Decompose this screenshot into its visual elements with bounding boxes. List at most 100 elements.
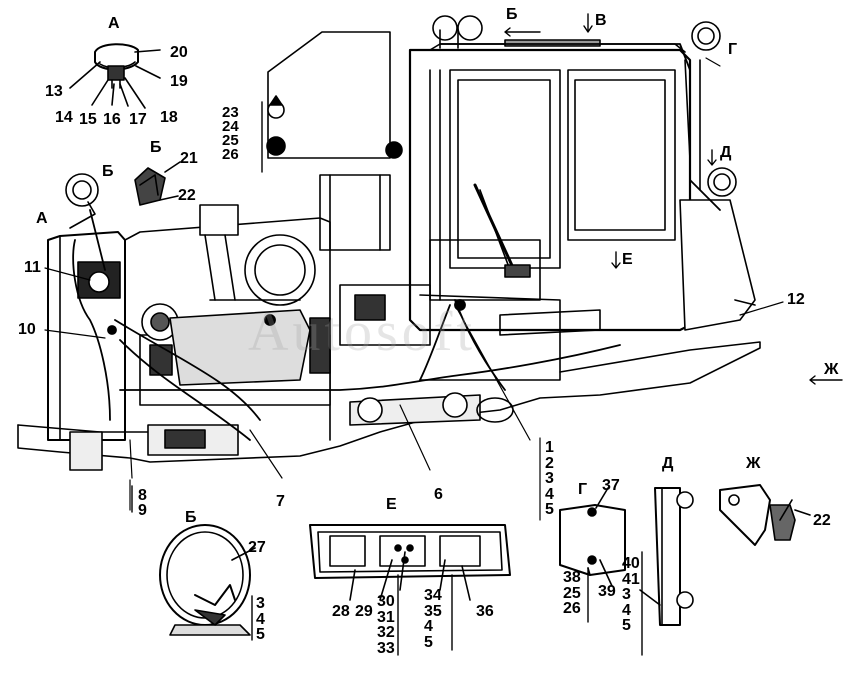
leader-lines	[44, 57, 784, 521]
detail-B-stack: 3 4 5	[256, 596, 265, 643]
callout-11: 11	[24, 259, 41, 276]
lamp-panel	[261, 31, 403, 173]
marker-V: В	[595, 12, 607, 29]
detail-Zh	[719, 484, 811, 546]
detail-E-stack-34: 34 35 4 5	[424, 588, 442, 650]
callout-4e: 4	[424, 618, 433, 635]
callout-28: 28	[332, 603, 350, 620]
marker-B-left: Б	[102, 163, 114, 180]
callout-32: 32	[377, 624, 395, 641]
callout-33: 33	[377, 639, 395, 657]
marker-D: Д	[720, 144, 732, 161]
detail-G-title: Г	[578, 481, 588, 498]
callout-9: 9	[138, 502, 147, 519]
callout-15: 15	[79, 111, 97, 128]
callout-20: 20	[170, 44, 188, 61]
callout-8: 8	[138, 487, 147, 504]
callout-4d: 4	[622, 601, 631, 619]
callout-5b: 5	[256, 626, 265, 643]
detail-D-title: Д	[662, 455, 674, 472]
callout-35: 35	[424, 602, 442, 620]
callout-24: 24	[222, 118, 239, 135]
callout-17: 17	[129, 111, 147, 128]
callout-26g: 26	[563, 600, 581, 617]
marker-Zh: Ж	[824, 361, 839, 378]
callout-23: 23	[222, 104, 239, 121]
callout-3d: 3	[622, 586, 631, 603]
callout-3: 3	[545, 470, 554, 487]
marker-E: Е	[622, 251, 633, 268]
ground-line	[17, 424, 151, 433]
detail-A-title: А	[108, 15, 120, 32]
marker-G: Г	[728, 41, 738, 58]
callout-7: 7	[276, 493, 285, 510]
marker-B-top: Б	[506, 6, 518, 23]
detail-D-stack: 40 41 3 4 5	[622, 556, 640, 634]
callout-21: 21	[180, 150, 198, 167]
callout-1: 1	[545, 439, 554, 456]
cab-panel	[319, 174, 391, 251]
headlight-A	[65, 173, 99, 207]
marker-A: А	[36, 210, 48, 227]
callout-10: 10	[18, 321, 36, 338]
door-window	[449, 69, 561, 269]
callout-2: 2	[545, 454, 554, 472]
roof-lamp-1	[432, 15, 458, 41]
callout-stack-1-5: 1 2 3 4 5	[545, 440, 554, 518]
callout-5: 5	[545, 501, 554, 518]
direction-arrows	[504, 13, 843, 385]
callout-5d: 5	[622, 617, 631, 634]
turbo	[309, 317, 331, 374]
callout-stack-8-9: 8 9	[138, 487, 147, 519]
callout-26: 26	[222, 146, 239, 163]
callout-22: 22	[178, 187, 196, 204]
callout-39: 39	[598, 583, 616, 600]
callout-6: 6	[434, 486, 443, 503]
detail-G-stack: 38 25 26	[563, 570, 581, 617]
callout-31: 31	[377, 608, 395, 626]
callout-29: 29	[355, 603, 373, 620]
callout-27: 27	[248, 539, 266, 556]
detail-G	[559, 487, 626, 623]
roof-lamp-3	[691, 21, 721, 51]
callout-30: 30	[377, 593, 395, 610]
callout-38: 38	[563, 569, 581, 586]
callout-41: 41	[622, 570, 640, 588]
callout-4: 4	[545, 485, 554, 503]
callout-19: 19	[170, 73, 188, 90]
callout-5e: 5	[424, 633, 433, 651]
detail-B-top	[134, 161, 181, 206]
detail-D	[639, 487, 694, 656]
air-intake	[199, 204, 239, 236]
callout-18: 18	[160, 109, 178, 126]
side-window	[567, 69, 676, 241]
detail-Zh-title: Ж	[746, 455, 761, 472]
callout-40: 40	[622, 555, 640, 572]
detail-E-title: Е	[386, 496, 397, 513]
callout-16: 16	[103, 111, 121, 128]
callout-13: 13	[45, 83, 63, 100]
callout-4b: 4	[256, 610, 265, 628]
wiring-harness	[72, 43, 721, 441]
roof-lamp-2	[457, 15, 483, 41]
callout-3b: 3	[256, 595, 265, 612]
callout-12: 12	[787, 291, 805, 308]
cab	[408, 15, 756, 332]
callout-22-zh: 22	[813, 512, 831, 529]
detail-B-title: Б	[185, 509, 197, 526]
callout-34: 34	[424, 587, 442, 604]
detail-B-top-title: Б	[150, 139, 162, 156]
callout-25g: 25	[563, 584, 581, 602]
callout-37: 37	[602, 477, 620, 494]
detail-E-stack-30: 30 31 32 33	[377, 594, 395, 656]
detail-B	[159, 524, 256, 641]
detail-E	[309, 524, 511, 656]
fuel-tank	[679, 199, 756, 331]
detail-A	[69, 43, 161, 109]
callout-36: 36	[476, 603, 494, 620]
callout-25: 25	[222, 132, 239, 149]
callout-14: 14	[55, 109, 73, 126]
front-weight	[69, 431, 103, 471]
